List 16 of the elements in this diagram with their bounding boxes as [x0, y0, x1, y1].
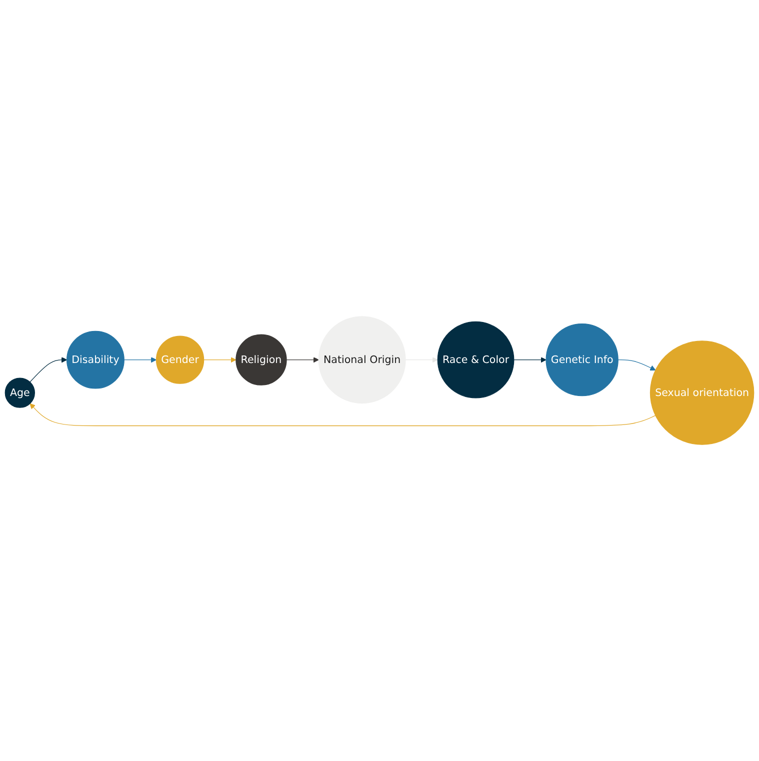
node-circle: Genetic Info: [546, 323, 618, 396]
node-circle: Religion: [236, 334, 287, 386]
node-circle: Age: [4, 378, 35, 408]
arrow: [286, 357, 319, 363]
arrow: [30, 403, 656, 426]
arrow: [514, 357, 546, 363]
arrow: [618, 360, 656, 370]
node-circle: National Origin: [318, 316, 406, 404]
node-circle: Gender: [156, 336, 204, 384]
node-circle: Disability: [66, 330, 124, 389]
arrow: [405, 357, 438, 363]
arrow: [124, 357, 157, 363]
node-circle: Race & Color: [437, 321, 514, 398]
arrow: [203, 357, 236, 363]
node-circle: Sexual orientation: [650, 340, 754, 445]
arrow: [30, 357, 68, 382]
